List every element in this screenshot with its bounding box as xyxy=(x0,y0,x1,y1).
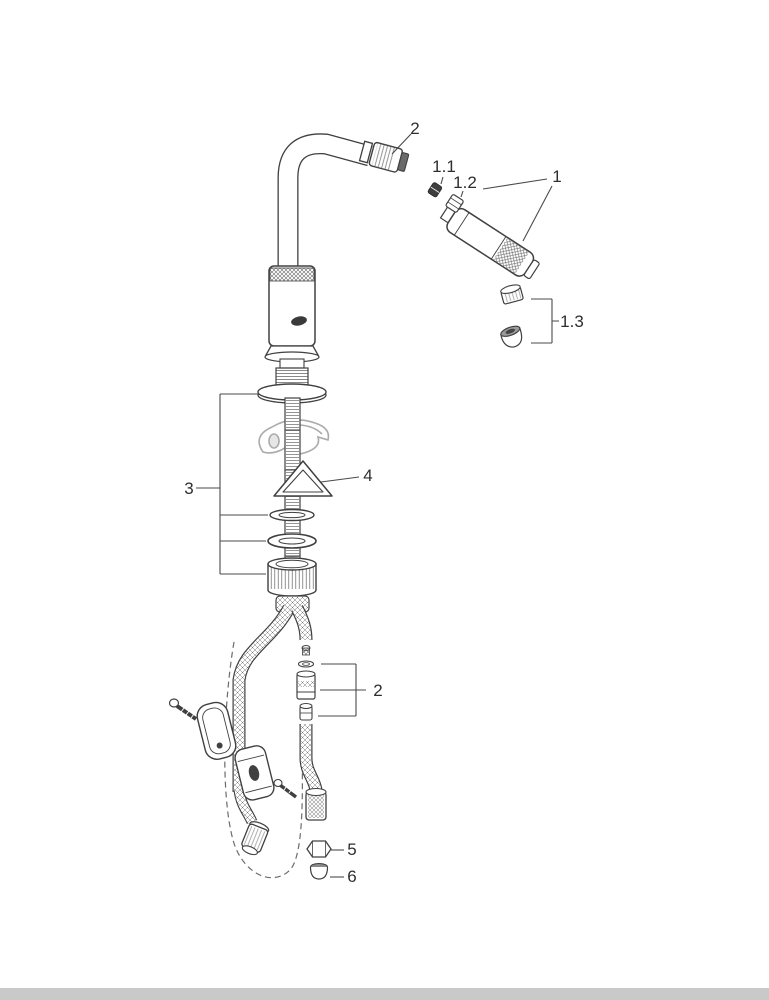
o-ring-thin xyxy=(269,508,315,522)
callout-plug-6: 6 xyxy=(347,867,356,886)
check-valve-parts xyxy=(296,645,316,721)
leader-lines xyxy=(320,133,553,878)
center-hose-coupling xyxy=(305,787,327,821)
part-1-3-nut xyxy=(500,284,524,305)
callout-check-valve-group: 2 xyxy=(373,681,382,700)
spray-outlet xyxy=(358,140,410,173)
callout-nut-5: 5 xyxy=(347,840,356,859)
spout-tube xyxy=(277,133,373,300)
left-hose-tail xyxy=(233,789,258,825)
screw-lower-icon xyxy=(273,778,298,799)
callout-assembly-1: 1 xyxy=(552,167,561,186)
hose-weight-lower xyxy=(234,745,275,801)
bracket-1-3 xyxy=(531,298,559,344)
bracket-2-mid xyxy=(318,663,366,717)
callout-part-1-2: 1.2 xyxy=(453,173,477,192)
center-hose-upper xyxy=(291,605,313,641)
part-1-2-fitting xyxy=(445,194,464,213)
faucet-body xyxy=(264,265,320,391)
clip-part-4 xyxy=(273,460,333,497)
part-1-3-aerator xyxy=(500,325,523,348)
callout-part-1-3: 1.3 xyxy=(560,312,584,331)
footer-bar xyxy=(0,988,769,1000)
mounting-nut xyxy=(267,557,317,597)
callout-part-1-1: 1.1 xyxy=(432,157,456,176)
callout-mounting-stack: 3 xyxy=(184,479,193,498)
plug-part-6 xyxy=(309,862,329,880)
bracket-3 xyxy=(196,393,268,575)
o-ring-thick xyxy=(267,533,317,549)
part-1-1-fitting xyxy=(427,182,443,198)
left-supply-hose xyxy=(232,604,295,792)
hex-nut-part-5 xyxy=(306,840,332,858)
screw-upper-icon xyxy=(168,698,198,721)
center-hose-lower xyxy=(299,724,323,792)
spray-head-assembly xyxy=(439,206,540,280)
hose-weight-upper xyxy=(196,701,237,760)
left-hose-fitting xyxy=(241,821,270,856)
callout-spray-outlet: 2 xyxy=(410,119,419,138)
callout-clip: 4 xyxy=(363,466,372,485)
